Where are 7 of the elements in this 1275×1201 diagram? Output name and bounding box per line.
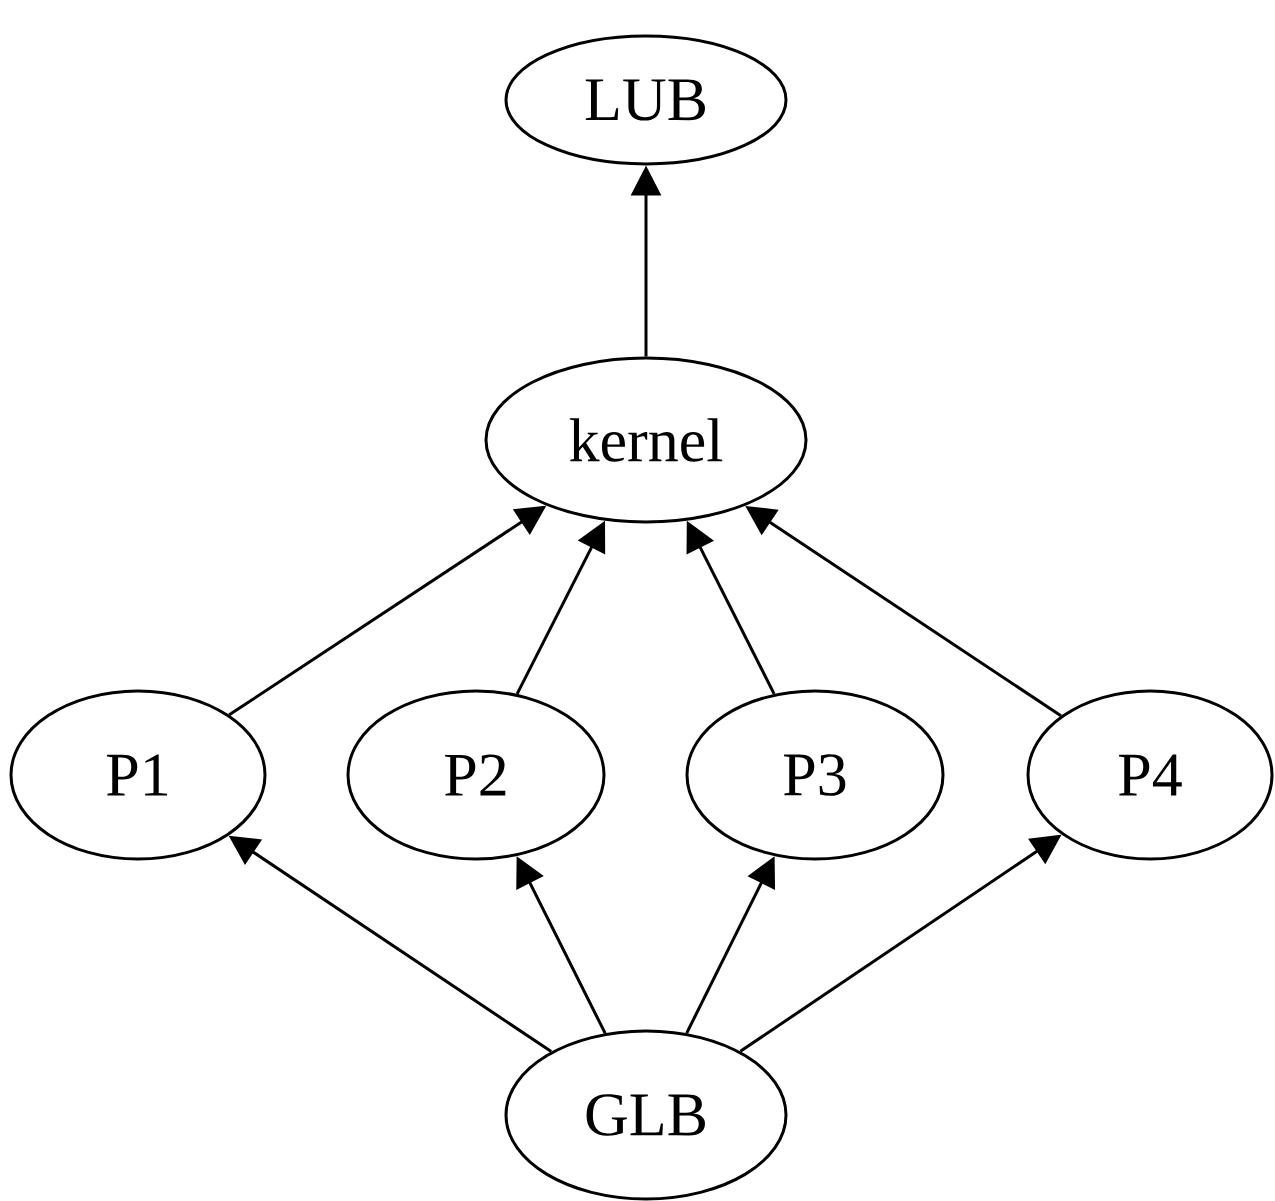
ellipse-node: GLB xyxy=(504,1029,788,1201)
ellipse-node: P4 xyxy=(1026,689,1274,861)
ellipse-node: LUB xyxy=(504,34,788,166)
ellipse-node: P3 xyxy=(685,689,945,861)
ellipse-node: kernel xyxy=(484,356,808,524)
ellipse-node: P2 xyxy=(346,689,606,861)
ellipse-node: P1 xyxy=(9,689,267,861)
